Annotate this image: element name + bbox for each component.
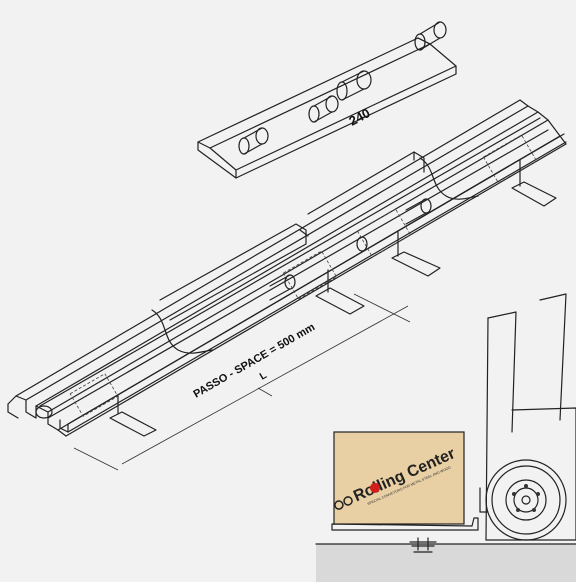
bracket-right-2 <box>482 134 557 207</box>
bracket-middle <box>269 250 365 315</box>
bracket-front <box>69 373 157 437</box>
pitch-symbol: L <box>258 370 269 383</box>
bracket-right-1 <box>356 198 441 277</box>
forklift-scene: Rolling Center SPECIAL CONVEYORS FOR MET… <box>315 293 576 582</box>
joint-plate-detail: 240 <box>197 21 457 179</box>
bolt-length-label: 240 <box>346 105 372 128</box>
package-box: Rolling Center SPECIAL CONVEYORS FOR MET… <box>333 431 465 525</box>
bolt-4 <box>414 21 447 51</box>
forklift-wheel <box>485 459 567 541</box>
bolt-2 <box>308 95 339 123</box>
rail-assembly: L PASSO - SPACE = 500 mm <box>7 99 567 471</box>
bike-logo-icon <box>343 496 353 506</box>
floor <box>316 544 576 582</box>
pallet <box>409 537 437 553</box>
pitch-label: PASSO - SPACE = 500 mm <box>192 321 318 401</box>
bolt-3 <box>336 70 372 101</box>
bolt-1 <box>238 127 269 155</box>
